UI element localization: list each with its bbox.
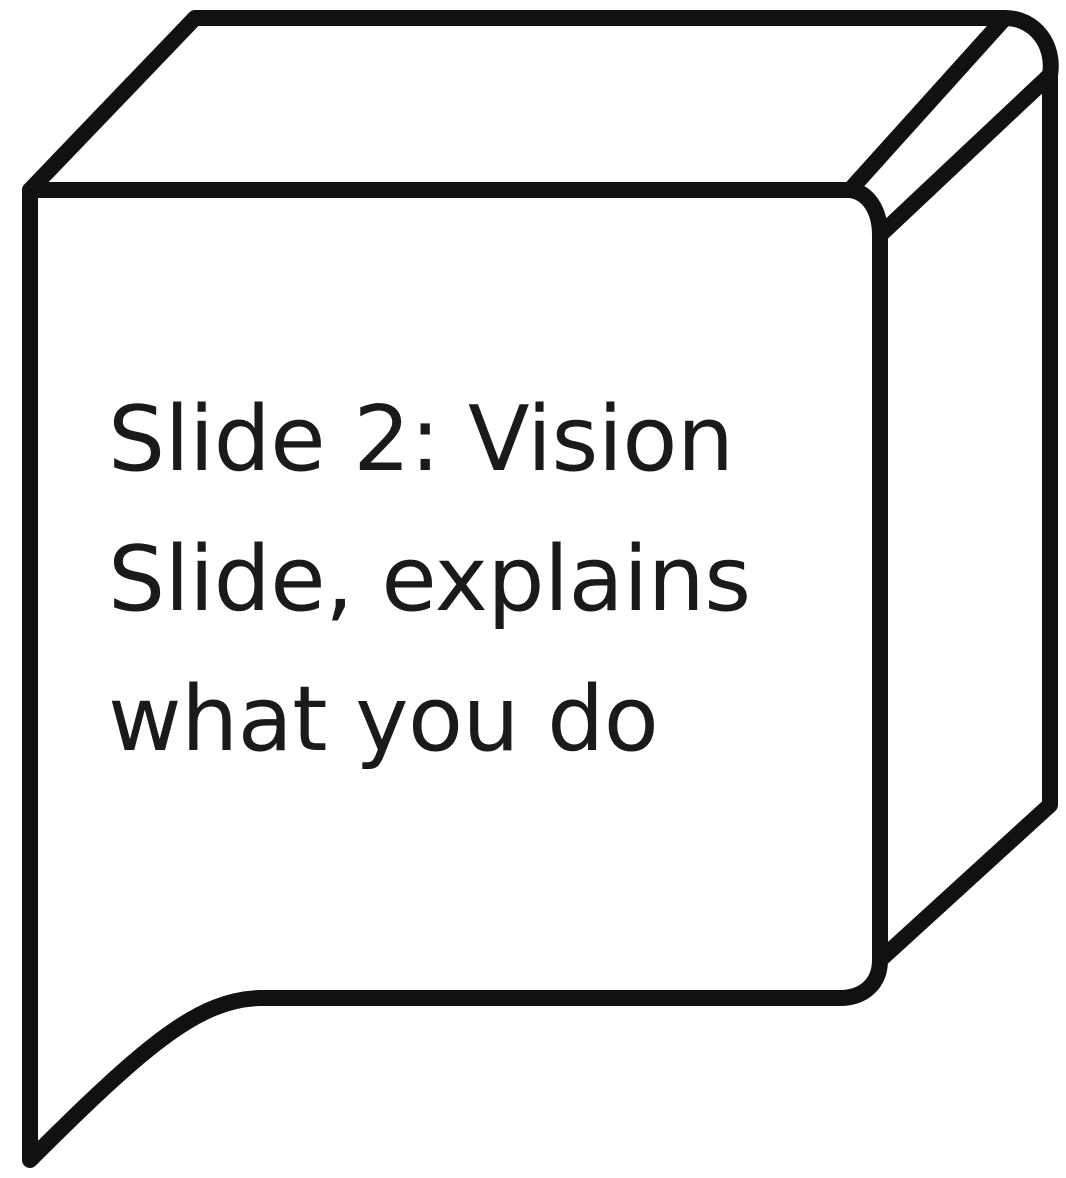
callout-line-1: Slide 2: Vision bbox=[108, 370, 828, 510]
callout-line-3: what you do bbox=[108, 650, 828, 790]
callout-text: Slide 2: Vision Slide, explains what you… bbox=[108, 370, 828, 790]
top-face bbox=[30, 18, 1005, 190]
callout-line-2: Slide, explains bbox=[108, 510, 828, 650]
